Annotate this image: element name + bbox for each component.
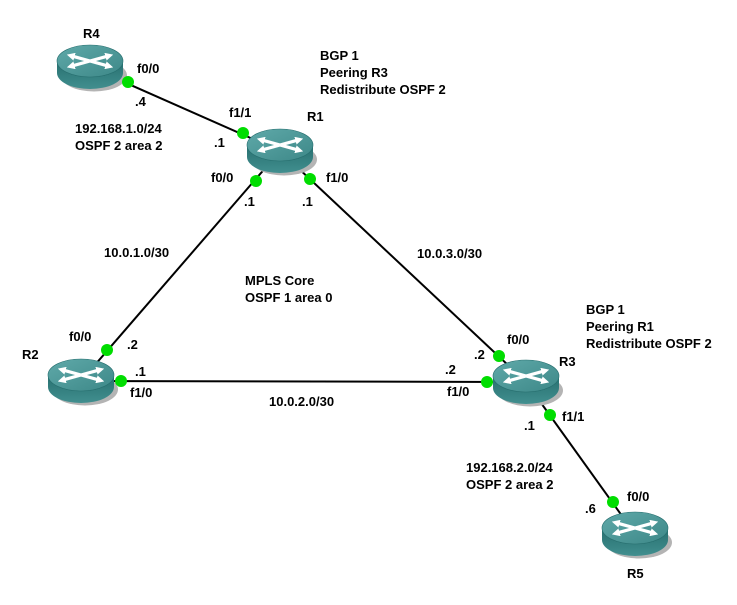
interface-label-r2-f10: f1/0 (130, 385, 153, 400)
interface-label-r3-f11: f1/1 (562, 409, 585, 424)
interface-label-r1-f00: f0/0 (211, 170, 234, 185)
interface-label-r3-f00: f0/0 (507, 332, 530, 347)
status-dot-r5-f00 (607, 496, 619, 508)
annotation-r3-bgp-line1: BGP 1 (586, 302, 625, 317)
annotation-mpls-core: MPLS Core OSPF 1 area 0 (245, 272, 332, 306)
network-label-r2-r3: 10.0.2.0/30 (269, 394, 335, 409)
ip-label-r3-f11: .1 (524, 418, 535, 433)
interface-label-r2-f00: f0/0 (69, 329, 92, 344)
status-dot-r2-f10 (115, 375, 127, 387)
annotation-r3-bgp-line2: Peering R1 (586, 319, 654, 334)
annotation-r1-bgp-line3: Redistribute OSPF 2 (320, 82, 446, 97)
annotation-r3-bgp: BGP 1 Peering R1 Redistribute OSPF 2 (586, 301, 712, 352)
interface-label-r3-f10: f1/0 (447, 384, 470, 399)
interface-label-r5-f00: f0/0 (627, 489, 650, 504)
status-dot-r3-f00 (493, 350, 505, 362)
network-label-r3-r5-subnet: 192.168.2.0/24 (466, 460, 553, 475)
router-label-r5: R5 (627, 566, 644, 581)
annotation-mpls-core-line1: MPLS Core (245, 273, 315, 288)
link-r2-r3[interactable] (80, 380, 527, 383)
ip-label-r1-f10: .1 (302, 194, 313, 209)
ip-label-r3-f10: .2 (445, 362, 456, 377)
link-r1-r2[interactable] (80, 150, 281, 382)
ip-label-r2-f00: .2 (127, 337, 138, 352)
status-dot-r1-f11 (237, 127, 249, 139)
ip-label-r1-f11: .1 (214, 135, 225, 150)
router-icon-r5[interactable] (602, 512, 672, 559)
ip-label-r3-f00: .2 (474, 347, 485, 362)
status-dot-r3-f11 (544, 409, 556, 421)
ip-label-r2-f10: .1 (135, 364, 146, 379)
network-label-r4-r1: 192.168.1.0/24 OSPF 2 area 2 (75, 120, 162, 154)
link-r1-r3[interactable] (279, 150, 527, 383)
network-label-r3-r5-ospf: OSPF 2 area 2 (466, 477, 554, 492)
annotation-r1-bgp-line1: BGP 1 (320, 48, 359, 63)
router-icon-r1[interactable] (247, 129, 317, 176)
network-label-r1-r2: 10.0.1.0/30 (104, 245, 170, 260)
status-dot-r2-f00 (101, 344, 113, 356)
router-icon-r3[interactable] (493, 360, 563, 407)
network-label-r1-r3: 10.0.3.0/30 (417, 246, 483, 261)
interface-label-r4-f00: f0/0 (137, 61, 160, 76)
router-icon-r4[interactable] (57, 45, 127, 92)
router-label-r4: R4 (83, 26, 100, 41)
router-label-r1: R1 (307, 109, 324, 124)
router-label-r2: R2 (22, 347, 39, 362)
link-r3-r5[interactable] (525, 381, 636, 535)
annotation-r3-bgp-line3: Redistribute OSPF 2 (586, 336, 712, 351)
annotation-r1-bgp-line2: Peering R3 (320, 65, 388, 80)
status-dot-r1-f10 (304, 173, 316, 185)
interface-label-r1-f10: f1/0 (326, 170, 349, 185)
ip-label-r1-f00: .1 (244, 194, 255, 209)
annotation-r1-bgp: BGP 1 Peering R3 Redistribute OSPF 2 (320, 47, 446, 98)
ip-label-r5-f00: .6 (585, 501, 596, 516)
status-dot-r4-f00 (122, 76, 134, 88)
network-label-r3-r5: 192.168.2.0/24 OSPF 2 area 2 (466, 459, 553, 493)
status-dot-r3-f10 (481, 376, 493, 388)
router-label-r3: R3 (559, 354, 576, 369)
network-label-r4-r1-ospf: OSPF 2 area 2 (75, 138, 163, 153)
annotation-mpls-core-line2: OSPF 1 area 0 (245, 290, 333, 305)
network-label-r4-r1-subnet: 192.168.1.0/24 (75, 121, 162, 136)
ip-label-r4-f00: .4 (135, 94, 146, 109)
status-dot-r1-f00 (250, 175, 262, 187)
router-icon-r2[interactable] (48, 359, 118, 406)
interface-label-r1-f11: f1/1 (229, 105, 252, 120)
